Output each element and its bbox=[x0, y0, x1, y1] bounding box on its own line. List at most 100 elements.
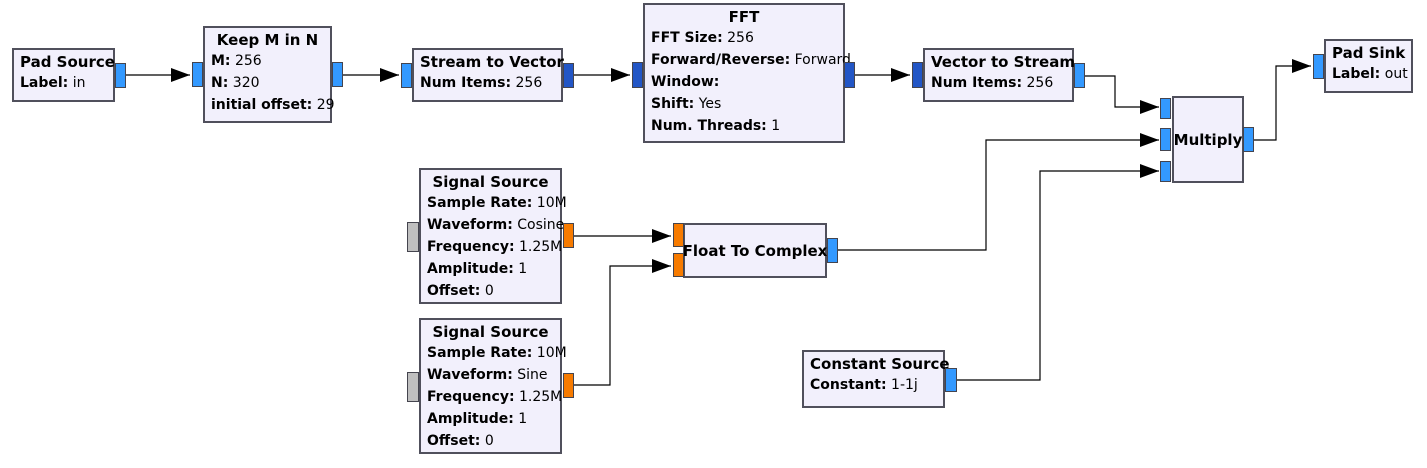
signal-source-cosine-param-0-value: 10M bbox=[536, 195, 567, 211]
constant-source-params: Constant: 1-1j bbox=[804, 374, 943, 396]
float-to-complex-input-port-0[interactable] bbox=[673, 223, 684, 247]
signal-source-cosine-param-2-label: Frequency: bbox=[427, 239, 515, 255]
fft-param-2-label: Window: bbox=[651, 74, 720, 90]
signal-source-sine-param-2-label: Frequency: bbox=[427, 389, 515, 405]
signal-source-sine-param-0-label: Sample Rate: bbox=[427, 345, 533, 361]
signal-source-sine-param-1: Waveform: Sine bbox=[421, 364, 560, 386]
signal-source-cosine-param-2: Frequency: 1.25M bbox=[421, 236, 562, 258]
pad-sink-param-0: Label: out bbox=[1326, 63, 1411, 85]
float-to-complex-output-port[interactable] bbox=[827, 238, 838, 263]
keep-m-in-n-param-2-label: initial offset: bbox=[211, 97, 313, 113]
float-to-complex-input-port-1[interactable] bbox=[673, 253, 684, 277]
constant-source-param-0: Constant: 1-1j bbox=[804, 374, 943, 396]
vector-to-stream-param-0: Num Items: 256 bbox=[925, 72, 1072, 94]
signal-source-sine-output-port[interactable] bbox=[563, 373, 574, 398]
keep-m-in-n-param-2-value: 29 bbox=[316, 97, 335, 113]
signal-source-sine-param-4-label: Offset: bbox=[427, 433, 481, 449]
signal-source-sine-param-1-value: Sine bbox=[517, 367, 548, 383]
multiply-input-port-1[interactable] bbox=[1160, 128, 1171, 151]
fft-param-4-label: Num. Threads: bbox=[651, 118, 767, 134]
keep-m-in-n-title: Keep M in N bbox=[216, 31, 319, 49]
keep-m-in-n-output-port[interactable] bbox=[332, 62, 343, 87]
pad-sink-params: Label: out bbox=[1326, 63, 1411, 85]
connection-signal-source-sine-to-float-to-complex-in1[interactable] bbox=[574, 259, 671, 386]
signal-source-sine-param-4-value: 0 bbox=[484, 433, 494, 449]
stream-to-vector-output-port[interactable] bbox=[563, 63, 574, 88]
signal-source-sine-title: Signal Source bbox=[432, 323, 549, 341]
connection-multiply-to-pad-sink[interactable] bbox=[1254, 59, 1311, 141]
pad-source-output-port[interactable] bbox=[115, 63, 126, 88]
fft-param-0-value: 256 bbox=[727, 30, 754, 46]
keep-m-in-n-param-0-value: 256 bbox=[234, 53, 262, 69]
pad-source-title: Pad Source bbox=[20, 53, 115, 71]
multiply-input-port-0[interactable] bbox=[1160, 98, 1171, 119]
constant-source-param-0-label: Constant: bbox=[810, 377, 887, 393]
signal-source-cosine-param-1-value: Cosine bbox=[517, 217, 565, 233]
multiply-output-port[interactable] bbox=[1243, 127, 1254, 152]
constant-source-output-port[interactable] bbox=[945, 368, 957, 392]
fft-param-0: FFT Size: 256 bbox=[645, 27, 843, 49]
keep-m-in-n-param-2: initial offset: 29 bbox=[205, 94, 335, 116]
fft-title: FFT bbox=[728, 8, 760, 26]
keep-m-in-n-param-1-value: 320 bbox=[232, 75, 260, 91]
connection-float-to-complex-to-multiply-in1[interactable] bbox=[838, 133, 1159, 251]
signal-source-cosine-param-4-value: 0 bbox=[484, 283, 494, 299]
fft-param-3-value: Yes bbox=[698, 96, 722, 112]
connection-constant-source-to-multiply-in2[interactable] bbox=[957, 164, 1159, 381]
constant-source-title: Constant Source bbox=[810, 355, 950, 373]
signal-source-sine-param-2: Frequency: 1.25M bbox=[421, 386, 562, 408]
vector-to-stream-title: Vector to Stream bbox=[931, 53, 1075, 71]
signal-source-cosine-param-3: Amplitude: 1 bbox=[421, 258, 560, 280]
pad-sink-input-port[interactable] bbox=[1313, 54, 1324, 79]
keep-m-in-n-input-port[interactable] bbox=[192, 62, 203, 87]
block-float-to-complex[interactable]: Float To Complex bbox=[683, 223, 827, 278]
signal-source-cosine-output-port[interactable] bbox=[563, 223, 574, 248]
keep-m-in-n-param-1: N: 320 bbox=[205, 72, 330, 94]
signal-source-cosine-param-1: Waveform: Cosine bbox=[421, 214, 564, 236]
fft-output-port[interactable] bbox=[844, 62, 855, 88]
pad-sink-param-0-label: Label: bbox=[1332, 66, 1381, 82]
stream-to-vector-param-0-label: Num Items: bbox=[420, 75, 512, 91]
signal-source-sine-param-0-value: 10M bbox=[536, 345, 567, 361]
signal-source-cosine-param-4: Offset: 0 bbox=[421, 280, 560, 302]
signal-source-sine-param-3: Amplitude: 1 bbox=[421, 408, 560, 430]
stream-to-vector-input-port[interactable] bbox=[401, 63, 412, 88]
vector-to-stream-params: Num Items: 256 bbox=[925, 72, 1072, 94]
fft-param-4-value: 1 bbox=[771, 118, 781, 134]
signal-source-sine-message-port[interactable] bbox=[407, 372, 419, 402]
signal-source-sine-param-1-label: Waveform: bbox=[427, 367, 513, 383]
signal-source-cosine-param-0-label: Sample Rate: bbox=[427, 195, 533, 211]
vector-to-stream-param-0-label: Num Items: bbox=[931, 75, 1023, 91]
multiply-input-port-2[interactable] bbox=[1160, 161, 1171, 182]
constant-source-param-0-value: 1-1j bbox=[891, 377, 918, 393]
fft-input-port[interactable] bbox=[632, 62, 643, 88]
signal-source-cosine-title: Signal Source bbox=[432, 173, 549, 191]
keep-m-in-n-param-0-label: M: bbox=[211, 53, 231, 69]
float-to-complex-title: Float To Complex bbox=[682, 241, 828, 260]
pad-source-param-0-label: Label: bbox=[20, 75, 69, 91]
stream-to-vector-param-0-value: 256 bbox=[515, 75, 543, 91]
vector-to-stream-output-port[interactable] bbox=[1074, 63, 1085, 88]
fft-param-1: Forward/Reverse: Forward bbox=[645, 49, 851, 71]
block-multiply[interactable]: Multiply bbox=[1172, 96, 1244, 183]
signal-source-cosine-message-port[interactable] bbox=[407, 222, 419, 252]
connection-vector-to-stream-to-multiply-in0[interactable] bbox=[1085, 75, 1159, 114]
fft-param-0-label: FFT Size: bbox=[651, 30, 723, 46]
pad-sink-param-0-value: out bbox=[1384, 66, 1408, 82]
signal-source-cosine-param-3-label: Amplitude: bbox=[427, 261, 514, 277]
vector-to-stream-input-port[interactable] bbox=[912, 62, 923, 88]
fft-param-1-value: Forward bbox=[794, 52, 851, 68]
